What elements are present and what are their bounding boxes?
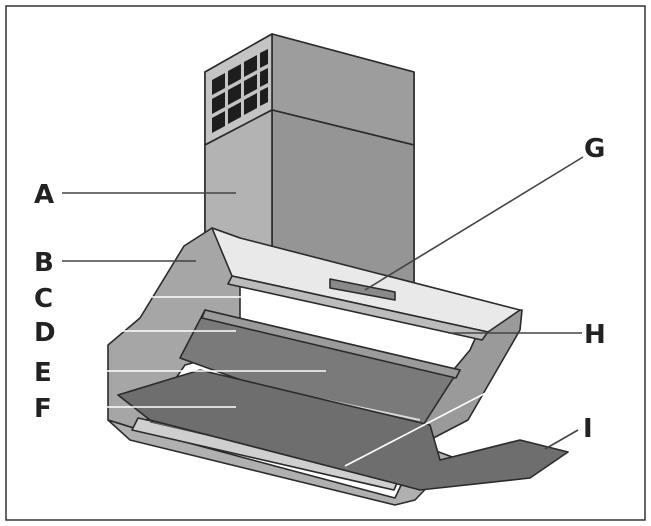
- label-b: B: [34, 248, 54, 278]
- front-glass-panel: [179, 309, 461, 431]
- vent-grille: [212, 49, 268, 133]
- label-g: G: [584, 134, 605, 164]
- leader-g: [364, 156, 584, 291]
- label-a: A: [34, 180, 54, 210]
- leader-h2: [344, 342, 583, 467]
- label-e: E: [34, 358, 52, 388]
- label-h: H: [584, 320, 606, 350]
- lower-glass-shelf: [117, 369, 569, 491]
- label-f: F: [34, 394, 52, 424]
- leader-lines: [62, 156, 584, 467]
- control-panel: [211, 227, 521, 341]
- label-i: I: [583, 414, 593, 444]
- callout-labels: A B C D E F G H I: [34, 134, 606, 444]
- label-c: C: [34, 284, 53, 314]
- label-d: D: [34, 318, 56, 348]
- leader-i: [544, 429, 579, 450]
